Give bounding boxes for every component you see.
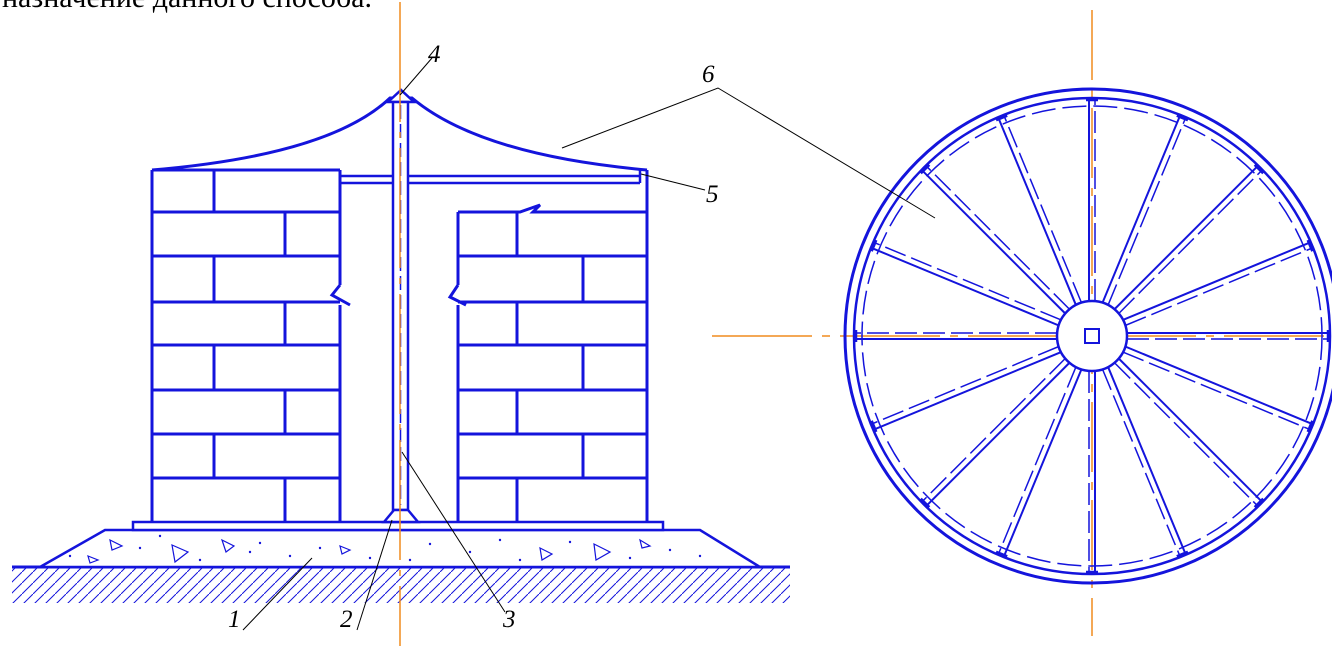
spoke-dashed [921, 358, 1066, 503]
concrete-dots [68, 534, 702, 562]
spoke-end-plate [995, 550, 1008, 558]
spoke-dashed [872, 241, 1062, 321]
label-cap: 4 [428, 41, 441, 68]
roof-rim-beam [340, 170, 642, 185]
spoke-end-plate [1306, 420, 1314, 433]
spoke-dashed [997, 366, 1077, 556]
label-foundation: 1 [228, 606, 241, 633]
spoke-dashed [1125, 247, 1314, 327]
spoke-dashed [1114, 362, 1259, 507]
spoke-dashed [1101, 369, 1181, 558]
spoke-end-plate [870, 239, 878, 252]
spoke-end-plate [995, 114, 1008, 122]
roof-spokes [854, 98, 1330, 574]
column-support [381, 508, 421, 524]
spoke-solid [997, 116, 1077, 306]
spoke-end-plate [1176, 114, 1189, 122]
spoke-end-plate [1306, 239, 1314, 252]
spoke-dashed [1003, 114, 1083, 303]
spoke-end-plate [919, 497, 931, 509]
brick-courses [152, 170, 647, 522]
plan-dashed-ring [861, 105, 1323, 567]
label-support: 2 [340, 606, 353, 633]
spoke-dashed [1107, 116, 1187, 306]
spoke-end-plate [1176, 550, 1189, 558]
plan-outer-ring [843, 87, 1332, 585]
spoke-solid [1113, 164, 1259, 310]
spoke-solid [1101, 114, 1182, 303]
spoke-solid [1002, 369, 1083, 558]
spoke-end-plate [870, 420, 878, 433]
spoke-end-plate [919, 163, 931, 175]
spoke-solid [920, 169, 1066, 315]
spoke-solid [925, 362, 1071, 508]
spoke-dashed [870, 345, 1059, 425]
concrete-aggregate [87, 538, 652, 564]
leader-lines [242, 57, 936, 631]
spoke-dashed [1122, 351, 1312, 431]
roof-plan-view [712, 10, 1332, 636]
label-rim-beam: 5 [706, 181, 719, 208]
top-cap [384, 88, 418, 104]
ground [12, 565, 790, 603]
spoke-solid [870, 246, 1059, 327]
spoke-dashed [925, 165, 1070, 310]
column-head [1084, 328, 1100, 344]
spoke-solid [1107, 366, 1187, 556]
caption-text: назначение данного способа. [2, 0, 372, 15]
spoke-solid [1118, 357, 1264, 503]
spoke-solid [872, 351, 1062, 431]
plan-inner-ring [852, 96, 1332, 576]
spoke-dashed [1118, 169, 1263, 314]
spoke-end-plate [1253, 163, 1265, 175]
ground-hatching [12, 567, 790, 603]
roof-membrane [151, 96, 648, 172]
label-membrane: 6 [702, 61, 715, 88]
spoke-solid [1122, 241, 1312, 321]
spoke-end-plate [1253, 497, 1265, 509]
label-column: 3 [502, 606, 516, 633]
spoke-solid [1125, 345, 1314, 426]
